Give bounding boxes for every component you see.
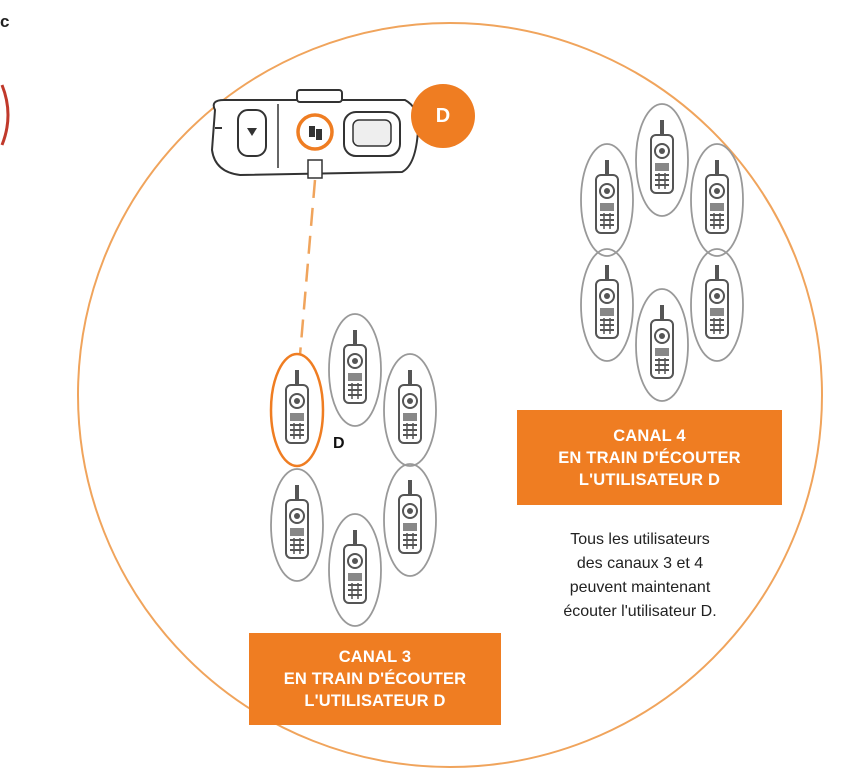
- channel4-target: L'UTILISATEUR D: [578, 470, 721, 489]
- dashed-connector: [298, 179, 317, 356]
- channel4-box: CANAL 4 EN TRAIN D'ÉCOUTER L'UTILISATEUR…: [517, 410, 782, 505]
- channel4-cluster: [580, 103, 744, 402]
- channel3-status: EN TRAIN D'ÉCOUTER: [283, 670, 467, 688]
- scene-circle: [77, 22, 823, 768]
- highlighted-user-ellipse: [269, 352, 325, 468]
- channel3-cluster: [269, 313, 437, 627]
- corner-label: c: [0, 12, 10, 31]
- left-edge-arc: [0, 84, 10, 146]
- user-label: D: [333, 435, 345, 452]
- note-line-1: Tous les utilisateurs: [570, 531, 710, 548]
- note-line-3: peuvent maintenant: [569, 579, 711, 596]
- explanation-note: Tous les utilisateurs des canaux 3 et 4 …: [520, 528, 760, 624]
- note-line-2: des canaux 3 et 4: [576, 555, 704, 572]
- user-badge: D: [411, 84, 475, 148]
- channel3-title: CANAL 3: [338, 648, 412, 666]
- channel4-title: CANAL 4: [613, 426, 686, 445]
- channel3-box: CANAL 3 EN TRAIN D'ÉCOUTER L'UTILISATEUR…: [249, 633, 501, 725]
- channel3-target: L'UTILISATEUR D: [304, 692, 446, 710]
- channel4-status: EN TRAIN D'ÉCOUTER: [558, 448, 741, 467]
- channel4-radios: [595, 119, 729, 379]
- note-line-4: écouter l'utilisateur D.: [563, 603, 717, 620]
- radio-top-view: [210, 89, 420, 179]
